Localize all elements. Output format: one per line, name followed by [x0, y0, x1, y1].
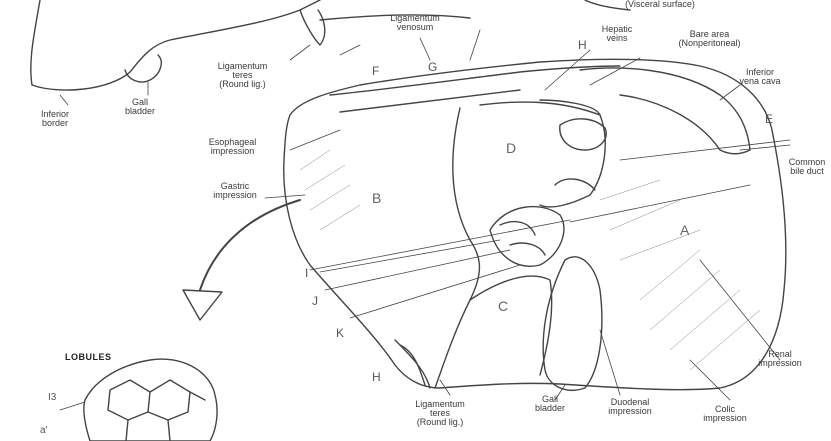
letter-H-top: H: [578, 38, 587, 52]
lobules-outline: [84, 359, 217, 441]
gastric-impression-label: Gastric impression: [200, 182, 270, 200]
esophageal-impression-label: Esophageal impression: [195, 138, 270, 156]
letter-a-prime: a': [40, 425, 47, 436]
letter-A: A: [680, 222, 689, 238]
letter-C: C: [498, 298, 508, 314]
letter-I3: I3: [48, 392, 56, 403]
letter-I: I: [305, 266, 308, 280]
letter-H-bottom: H: [372, 370, 381, 384]
ligamentum-teres-bottom-label: Ligamentum teres (Round lig.): [400, 400, 480, 427]
renal-impression-label: Renal impression: [740, 350, 820, 368]
visceral-surface-label: (Visceral surface): [600, 0, 720, 9]
common-bile-duct-label: Common bile duct: [782, 158, 831, 176]
bare-area-label: Bare area (Nonperitoneal): [662, 30, 757, 48]
letter-B: B: [372, 190, 381, 206]
letter-E: E: [765, 112, 773, 126]
ligamentum-teres-top-label: Ligamentum teres (Round lig.): [200, 62, 285, 89]
visceral-liver-outline: [284, 59, 786, 389]
gall-bladder-bottom-label: Gall bladder: [525, 395, 575, 413]
letter-D: D: [506, 140, 516, 156]
lobules-title: LOBULES: [65, 352, 112, 362]
letter-G: G: [428, 60, 437, 74]
duodenal-impression-label: Duodenal impression: [595, 398, 665, 416]
ligamentum-venosum-label: Ligamentum venosum: [380, 14, 450, 32]
gall-bladder-top-label: Gall bladder: [115, 98, 165, 116]
letter-F: F: [372, 64, 379, 78]
letter-J: J: [312, 294, 318, 308]
colic-impression-label: Colic impression: [690, 405, 760, 423]
inferior-border-label: Inferior border: [30, 110, 80, 128]
inferior-vena-cava-label: Inferior vena cava: [730, 68, 790, 86]
letter-K: K: [336, 326, 344, 340]
hepatic-veins-label: Hepatic veins: [592, 25, 642, 43]
